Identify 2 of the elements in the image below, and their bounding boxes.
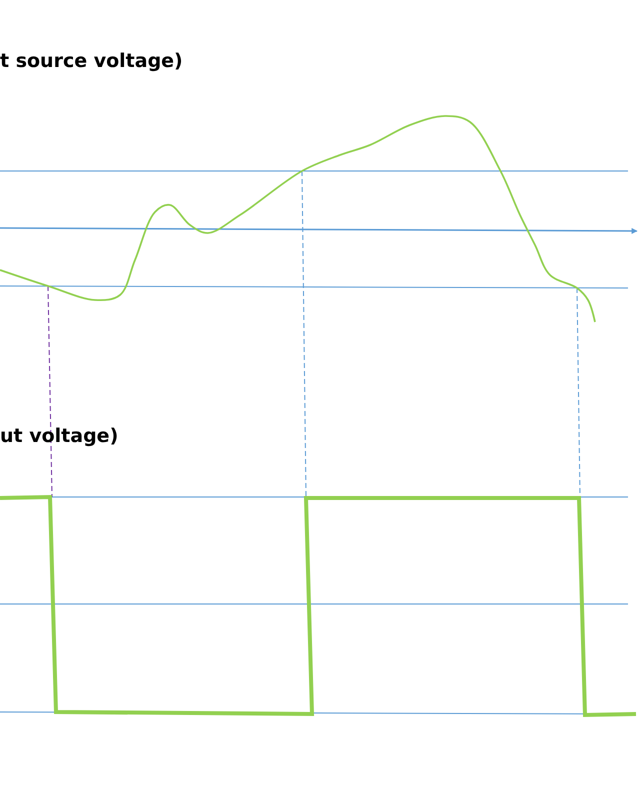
axis-title: t source voltage) [0,50,183,72]
axis-title: ut voltage) [0,425,118,447]
